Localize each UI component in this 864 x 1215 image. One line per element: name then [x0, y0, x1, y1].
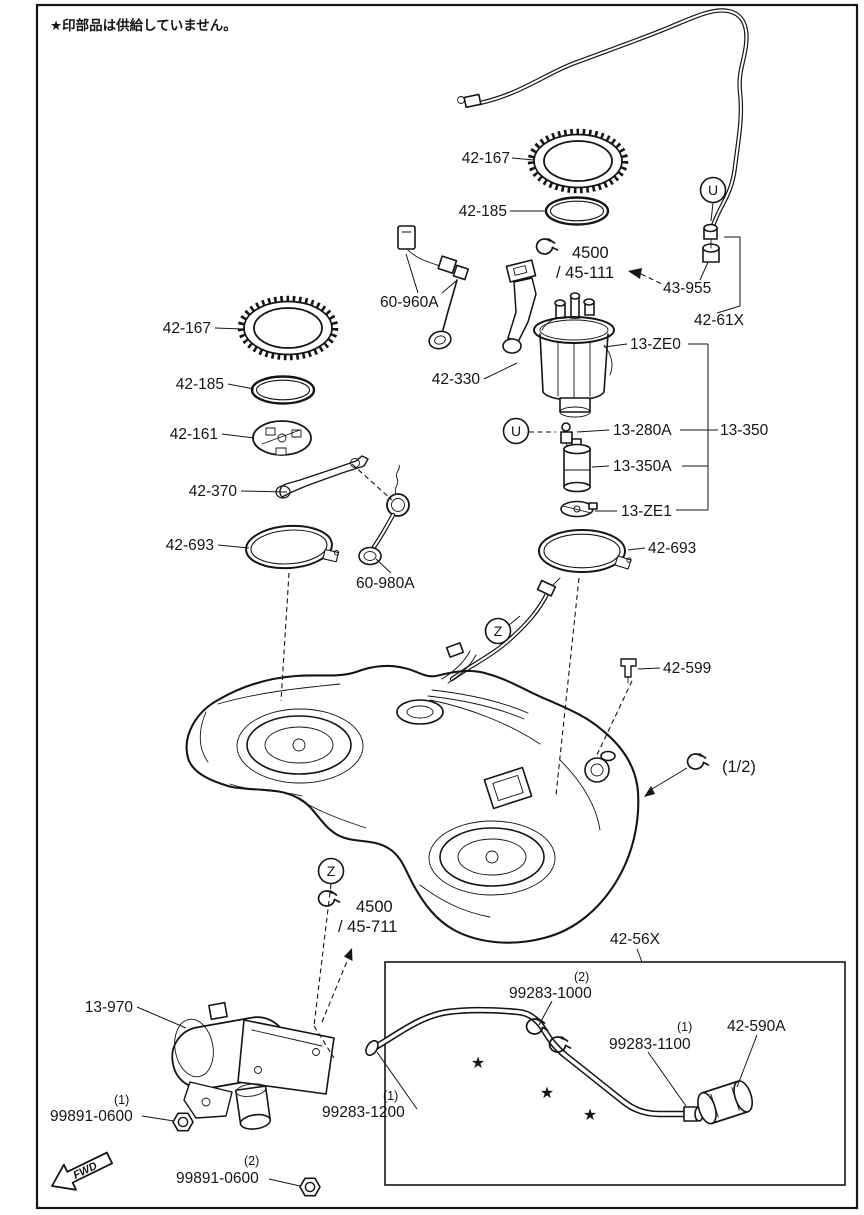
view-marker-u-top: U: [699, 176, 727, 204]
damper-42-590a-drawing: [697, 1080, 753, 1125]
fwd-arrow: FWD: [51, 1151, 114, 1191]
holder-13-ze1-drawing: [560, 500, 598, 518]
label-13-350a: 13-350A: [613, 458, 672, 475]
label-99283-1100: 99283-1100: [609, 1036, 691, 1053]
z-hose-drawing: [449, 577, 561, 682]
label-ref-45-711: / 45-711: [338, 918, 397, 936]
label-42-693-right: 42-693: [648, 540, 696, 557]
view-marker-u-mid: U: [502, 417, 530, 445]
lock-ring-left-drawing: [241, 299, 335, 357]
top-hose-42-61x-drawing: [457, 8, 749, 234]
fittings-43-955-drawing: [702, 223, 720, 263]
arm-42-370-drawing: [275, 455, 369, 499]
label-60-980a: 60-980A: [356, 575, 415, 592]
label-42-693-left: 42-693: [166, 537, 214, 554]
label-42-61x: 42-61X: [694, 312, 745, 329]
label-42-161: 42-161: [170, 426, 218, 443]
label-42-599: 42-599: [663, 660, 711, 677]
not-supplied-star: ★: [471, 1055, 485, 1072]
view-marker-z-bottom: Z: [317, 857, 345, 885]
fuel-tank-drawing: [185, 642, 640, 944]
qty-99891-0600-upper: (1): [114, 1093, 129, 1107]
reference-arrowheads: [344, 268, 655, 961]
pump-13-350a-drawing: [563, 438, 591, 493]
connector-13-280a-drawing: [560, 422, 573, 449]
label-42-590a: 42-590A: [727, 1018, 786, 1035]
view-letter-u: U: [708, 182, 718, 198]
qty-99283-1100: (1): [677, 1020, 692, 1034]
label-99283-1000: 99283-1000: [509, 985, 592, 1002]
label-13-350: 13-350: [720, 422, 769, 439]
label-ref-4500-upper: 4500: [572, 244, 609, 262]
label-13-ze1: 13-ZE1: [621, 503, 672, 520]
page-border: [35, 3, 859, 1210]
label-60-960a: 60-960A: [380, 294, 439, 311]
band-ring-right-drawing: [538, 529, 633, 573]
sender-42-330-drawing: [502, 259, 537, 354]
label-42-330: 42-330: [432, 371, 481, 388]
view-marker-z-top: Z: [484, 617, 512, 645]
label-ref-4500-lower: 4500: [356, 898, 393, 916]
detail-box: [384, 961, 846, 1186]
clip-42-599-drawing: [620, 658, 637, 684]
plate-42-161-drawing: [252, 420, 312, 456]
band-ring-left-drawing: [243, 521, 341, 572]
label-lock-ring-top: 42-167: [462, 150, 510, 167]
label-clamp-half: (1/2): [722, 758, 756, 776]
pump-60-980a-drawing: [358, 464, 410, 566]
pump-module-13-ze0-drawing: [533, 292, 615, 418]
canister-13-970-drawing: [171, 1001, 335, 1130]
view-letter-z: Z: [494, 623, 503, 639]
label-lock-ring-left: 42-167: [163, 320, 211, 337]
clamp-icon: [535, 238, 559, 255]
clamp-icon: [686, 753, 710, 770]
label-42-56x: 42-56X: [610, 931, 661, 948]
pipe-42-56x-drawing: [365, 1006, 704, 1122]
label-99891-0600-lower: 99891-0600: [176, 1170, 259, 1187]
nut-drawing: [299, 1177, 321, 1197]
gasket-left-drawing: [250, 375, 316, 405]
label-99891-0600-upper: 99891-0600: [50, 1108, 133, 1125]
label-13-970: 13-970: [85, 999, 134, 1016]
nut-drawing: [172, 1112, 194, 1132]
fwd-label: FWD: [71, 1160, 99, 1182]
not-supplied-star: ★: [583, 1107, 597, 1124]
view-letter-z: Z: [327, 863, 336, 879]
qty-99283-1000: (2): [574, 970, 589, 984]
label-42-370: 42-370: [189, 483, 238, 500]
reference-dashed-lines: [280, 273, 665, 1059]
lock-ring-top-drawing: [531, 132, 625, 190]
leader-lines: [136, 157, 758, 1187]
supply-note: ★印部品は供給していません。: [50, 17, 237, 33]
qty-99891-0600-lower: (2): [244, 1154, 259, 1168]
gasket-top-drawing: [544, 196, 610, 226]
sender-60-960a-drawing: [397, 225, 470, 350]
label-gasket-top: 42-185: [459, 203, 507, 220]
not-supplied-star: ★: [540, 1085, 554, 1102]
view-letter-u: U: [511, 423, 521, 439]
label-43-955: 43-955: [663, 280, 711, 297]
label-gasket-left: 42-185: [176, 376, 224, 393]
label-13-280a: 13-280A: [613, 422, 672, 439]
label-99283-1200: 99283-1200: [322, 1104, 405, 1121]
qty-99283-1200: (1): [383, 1089, 398, 1103]
label-13-ze0: 13-ZE0: [630, 336, 681, 353]
label-ref-45-111: / 45-111: [556, 264, 614, 282]
